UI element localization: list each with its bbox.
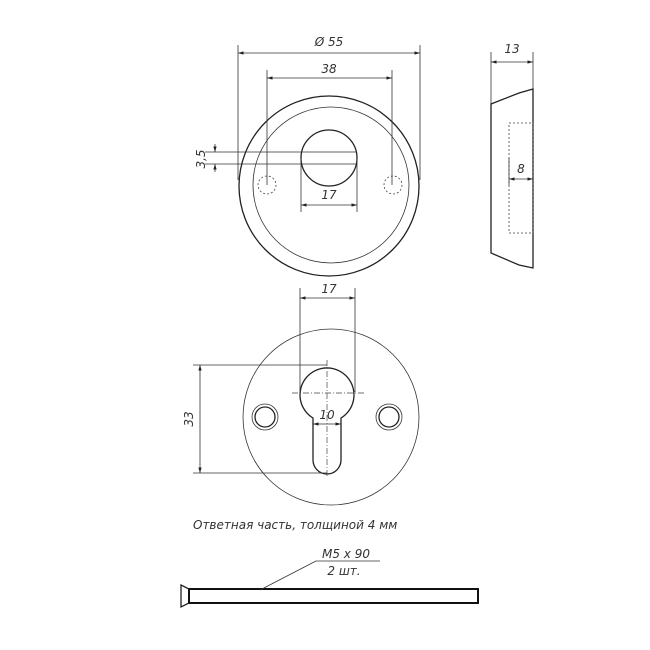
screw-size-label: M5 x 90 [322,547,370,561]
side-view: 13 8 [490,42,534,269]
back-plate-circle [242,328,420,506]
front-plate-top-view: Ø 55 38 17 3,5 [194,35,421,277]
back-plate-caption: Ответная часть, толщиной 4 мм [193,518,397,532]
back-plate-view: 17 10 33 Ответная часть, толщиной 4 мм [182,282,420,532]
dim-height: 33 [182,411,196,426]
screw-hole-right [383,175,403,195]
screw-qty-label: 2 шт. [327,564,360,578]
dim-slot-width: 10 [319,408,335,422]
screw-view: M5 x 90 2 шт. [180,547,479,609]
dim-diameter: Ø 55 [314,35,344,49]
euro-cylinder-cutout [299,367,355,475]
dim-thickness: 13 [504,42,519,56]
dim-depth: 8 [517,162,525,176]
inner-circle [252,106,410,264]
outer-circle [238,95,420,277]
dim-slot: 3,5 [194,149,208,168]
dim-width: 17 [321,282,337,296]
dim-hole: 17 [321,188,337,202]
screw-hole-left [257,175,277,195]
cylinder-hole [300,129,358,187]
dim-hole-spacing: 38 [321,62,337,76]
